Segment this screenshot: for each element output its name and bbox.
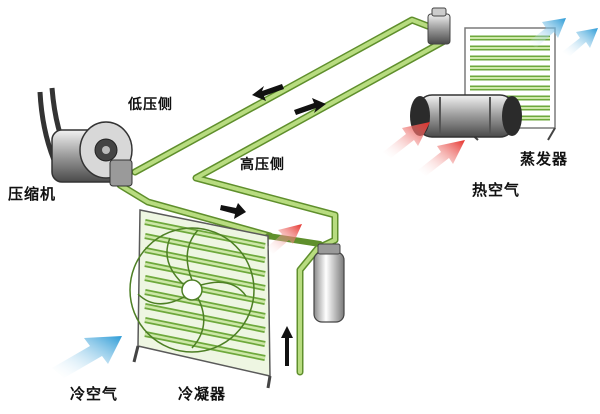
hot-air-arrow-icon: [418, 140, 465, 176]
cold-air-arrow-icon: [528, 18, 566, 48]
compressor-label: 压缩机: [8, 185, 57, 203]
expansion-valve: [427, 7, 451, 45]
flow-arrow-icon: [281, 326, 293, 366]
receiver-dryer: [313, 243, 345, 323]
fan-icon: [129, 227, 255, 353]
low-pressure-side-label: 低压侧: [128, 97, 173, 113]
compressor: [37, 87, 133, 187]
high-pressure-side-label: 高压侧: [240, 157, 285, 173]
flow-arrow-icon: [294, 98, 326, 115]
cold-air-arrow-icon: [52, 336, 122, 378]
hot-air-arrows: [266, 122, 465, 254]
hot-air-arrow-icon: [266, 224, 302, 254]
hot-air-label: 热空气: [472, 181, 521, 199]
flow-arrow-icon: [252, 84, 284, 101]
evaporator-label: 蒸发器: [520, 150, 569, 168]
cold-air-arrow-icon: [562, 28, 598, 56]
flow-arrow-icon: [220, 203, 246, 219]
blower-motor: [410, 94, 522, 138]
condenser: [129, 209, 272, 389]
cold-air-arrows: [52, 18, 598, 378]
hot-air-arrow-icon: [383, 122, 430, 158]
cold-air-label: 冷空气: [70, 385, 119, 403]
condenser-label: 冷凝器: [178, 385, 227, 403]
flow-arrows: [220, 84, 326, 366]
